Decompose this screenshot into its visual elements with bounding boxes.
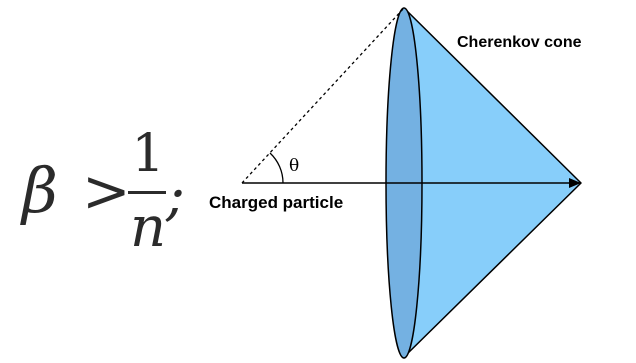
formula-beta: β [22,154,58,227]
emission-dashed-line [241,7,405,184]
cherenkov-cone-label: Cherenkov cone [457,34,582,51]
formula-fraction-bar [128,191,166,194]
formula-greater-than: > [82,157,131,225]
charged-particle-label: Charged particle [209,193,344,212]
formula-numerator: 1 [131,124,165,184]
formula-semicolon: ; [166,163,185,228]
angle-theta-label: θ [289,156,300,176]
formula-denominator: n [129,195,167,260]
angle-arc [269,152,284,184]
